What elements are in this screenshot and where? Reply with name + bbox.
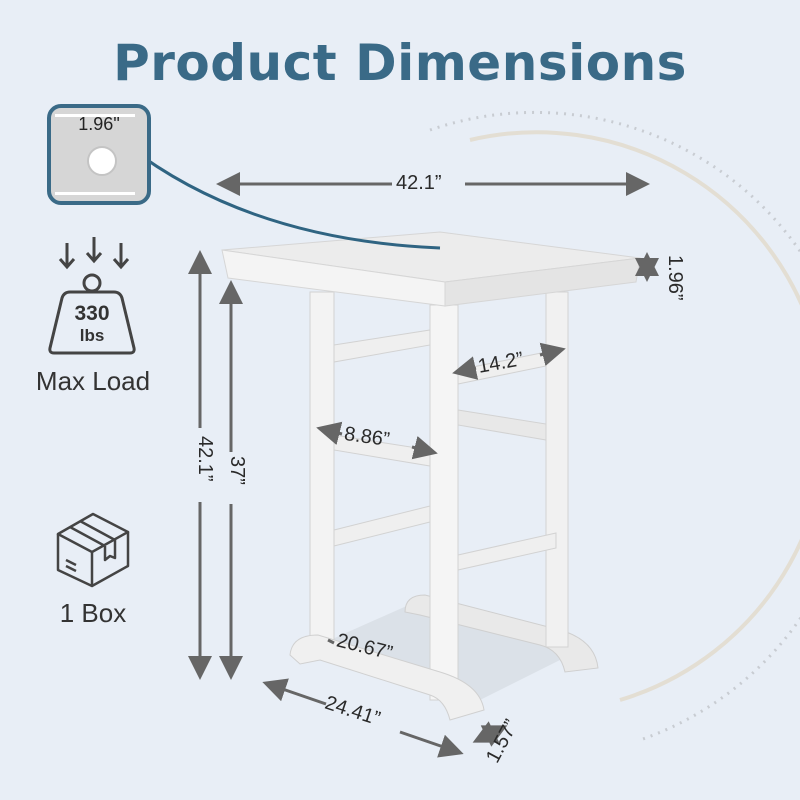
decorative-arc: [429, 110, 800, 742]
dim-top-width: 42.1”: [396, 172, 442, 194]
max-load-value: 330: [74, 302, 110, 325]
detail-rail: [55, 114, 135, 117]
umbrella-hole-icon: [87, 146, 117, 176]
dim-top-thickness: 1.96”: [664, 255, 686, 301]
box-count-label: 1 Box: [59, 598, 127, 628]
max-load-label: Max Load: [35, 366, 151, 396]
page-title: Product Dimensions: [113, 34, 687, 92]
detail-dimension: 1.96": [78, 114, 120, 134]
box-icon: [56, 512, 130, 588]
tabletop-detail-callout: 1.96": [47, 104, 151, 205]
max-load-unit: lbs: [79, 326, 105, 345]
dim-total-height: 42.1”: [194, 436, 216, 482]
weight-icon: [48, 237, 136, 355]
dim-leg-height: 37”: [226, 456, 248, 485]
detail-rail: [55, 192, 135, 195]
